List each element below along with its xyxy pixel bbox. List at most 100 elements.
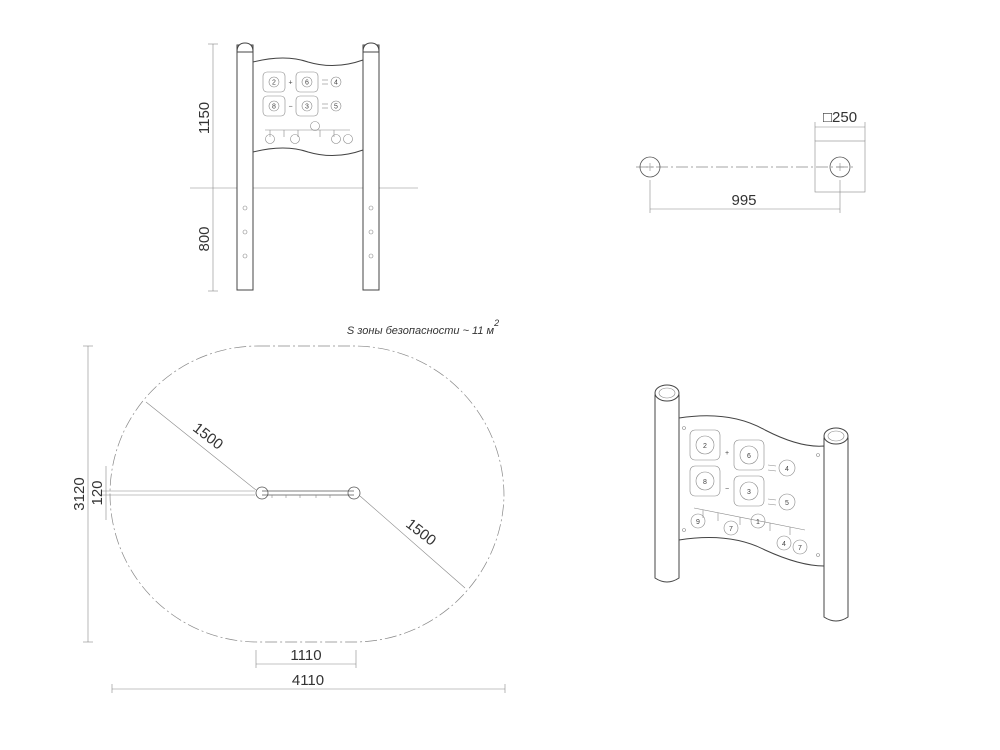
panel-disc xyxy=(310,121,320,131)
iso-panel-block xyxy=(689,429,721,461)
iso-left-post-cap xyxy=(654,384,680,402)
front-view: 2 6 8 3 + − 4 5 1150 800 xyxy=(190,42,418,292)
right-post-hole xyxy=(368,205,374,211)
iso-panel-disc xyxy=(695,435,715,455)
panel-number: 8 xyxy=(272,104,276,111)
iso-panel-number: 7 xyxy=(729,526,733,533)
panel-disc xyxy=(330,76,342,88)
iso-hook-rail xyxy=(693,507,806,535)
dim-post-square: □250 xyxy=(823,109,857,126)
iso-panel-block xyxy=(733,439,765,471)
dim-radius-lower: 1500 xyxy=(402,515,439,549)
iso-bolt xyxy=(816,453,820,457)
iso-right-post-cap-inner xyxy=(827,430,845,442)
iso-panel-disc xyxy=(778,493,796,511)
panel-block xyxy=(262,71,286,93)
left-post-cap xyxy=(236,42,254,53)
iso-panel-number: 4 xyxy=(782,541,786,548)
right-post-cap xyxy=(362,42,380,53)
iso-panel-block xyxy=(689,465,721,497)
iso-panel-disc xyxy=(723,520,739,536)
left-post-hole xyxy=(242,253,248,259)
safety-zone-note-text: S зоны безопасности ~ 11 м xyxy=(347,325,495,337)
safety-zone-outline xyxy=(109,345,505,643)
right-post-hole xyxy=(368,229,374,235)
panel-disc xyxy=(290,134,300,144)
iso-panel-disc xyxy=(739,481,759,501)
panel-disc xyxy=(331,134,341,144)
panel-disc xyxy=(301,76,313,88)
dim-panel-height: 1150 xyxy=(196,102,213,134)
panel-hooks-plan xyxy=(271,495,331,498)
dim-height-total: 3120 xyxy=(71,477,88,510)
safety-zone-plan: S зоны безопасности ~ 11 м2 1500 1500 31… xyxy=(71,318,506,693)
isometric-view: 2 6 8 3 + − 4 5 9 7 1 4 7 xyxy=(654,384,849,622)
iso-equals-sign xyxy=(767,469,777,472)
iso-left-post-cap-inner xyxy=(658,387,676,399)
post-circle-right xyxy=(829,156,851,178)
game-panel xyxy=(252,57,364,156)
right-post xyxy=(362,44,380,291)
panel-disc xyxy=(265,134,275,144)
iso-game-panel xyxy=(678,415,825,567)
dim-height-small: 120 xyxy=(89,480,106,505)
iso-right-post-cap xyxy=(823,427,849,445)
minus-sign: − xyxy=(288,104,292,111)
iso-panel-disc xyxy=(739,445,759,465)
panel-block xyxy=(262,95,286,117)
iso-minus-sign: − xyxy=(725,486,729,493)
iso-right-post xyxy=(823,437,849,622)
post-circle-left xyxy=(639,156,661,178)
iso-panel-disc xyxy=(778,459,796,477)
dim-radius-upper: 1500 xyxy=(189,419,226,453)
safety-zone-note: S зоны безопасности ~ 11 м2 xyxy=(347,318,499,337)
safety-zone-note-superscript: 2 xyxy=(493,318,499,328)
iso-equals-sign xyxy=(767,464,777,467)
iso-bolt xyxy=(816,553,820,557)
right-post-hole xyxy=(368,253,374,259)
panel-disc xyxy=(268,76,280,88)
iso-panel-number: 5 xyxy=(785,500,789,507)
post-plan xyxy=(347,486,361,500)
plus-sign: + xyxy=(288,80,292,87)
iso-panel-number: 6 xyxy=(747,453,751,460)
panel-number: 3 xyxy=(305,104,309,111)
iso-equals-sign xyxy=(767,498,777,501)
panel-block xyxy=(295,71,319,93)
iso-panel-number: 9 xyxy=(696,519,700,526)
iso-bolt xyxy=(682,426,686,430)
panel-block xyxy=(295,95,319,117)
iso-panel-number: 4 xyxy=(785,466,789,473)
iso-panel-number: 7 xyxy=(798,545,802,552)
dim-post-distance: 995 xyxy=(731,192,756,209)
dim-width-inner: 1110 xyxy=(290,647,321,664)
left-post-hole xyxy=(242,205,248,211)
dim-underground: 800 xyxy=(196,226,213,251)
panel-disc xyxy=(343,134,353,144)
iso-panel-disc xyxy=(750,513,766,529)
panel-disc xyxy=(330,100,342,112)
top-view: □250 995 xyxy=(636,109,866,213)
hook-rail xyxy=(265,129,350,137)
iso-panel-block xyxy=(733,475,765,507)
radius-line xyxy=(145,401,257,491)
iso-plus-sign: + xyxy=(725,450,729,457)
iso-equals-sign xyxy=(767,503,777,506)
iso-left-post xyxy=(654,394,680,583)
iso-bolt xyxy=(682,528,686,532)
left-post-hole xyxy=(242,229,248,235)
panel-number: 5 xyxy=(334,104,338,111)
panel-disc xyxy=(268,100,280,112)
left-post xyxy=(236,44,254,291)
iso-panel-number: 8 xyxy=(703,479,707,486)
iso-panel-number: 1 xyxy=(756,519,760,526)
iso-panel-disc xyxy=(695,471,715,491)
panel-disc xyxy=(301,100,313,112)
iso-panel-disc xyxy=(690,513,706,529)
iso-panel-number: 3 xyxy=(747,489,751,496)
panel-number: 2 xyxy=(272,80,276,87)
iso-panel-disc xyxy=(776,535,792,551)
post-plan xyxy=(255,486,269,500)
radius-line xyxy=(359,495,466,589)
